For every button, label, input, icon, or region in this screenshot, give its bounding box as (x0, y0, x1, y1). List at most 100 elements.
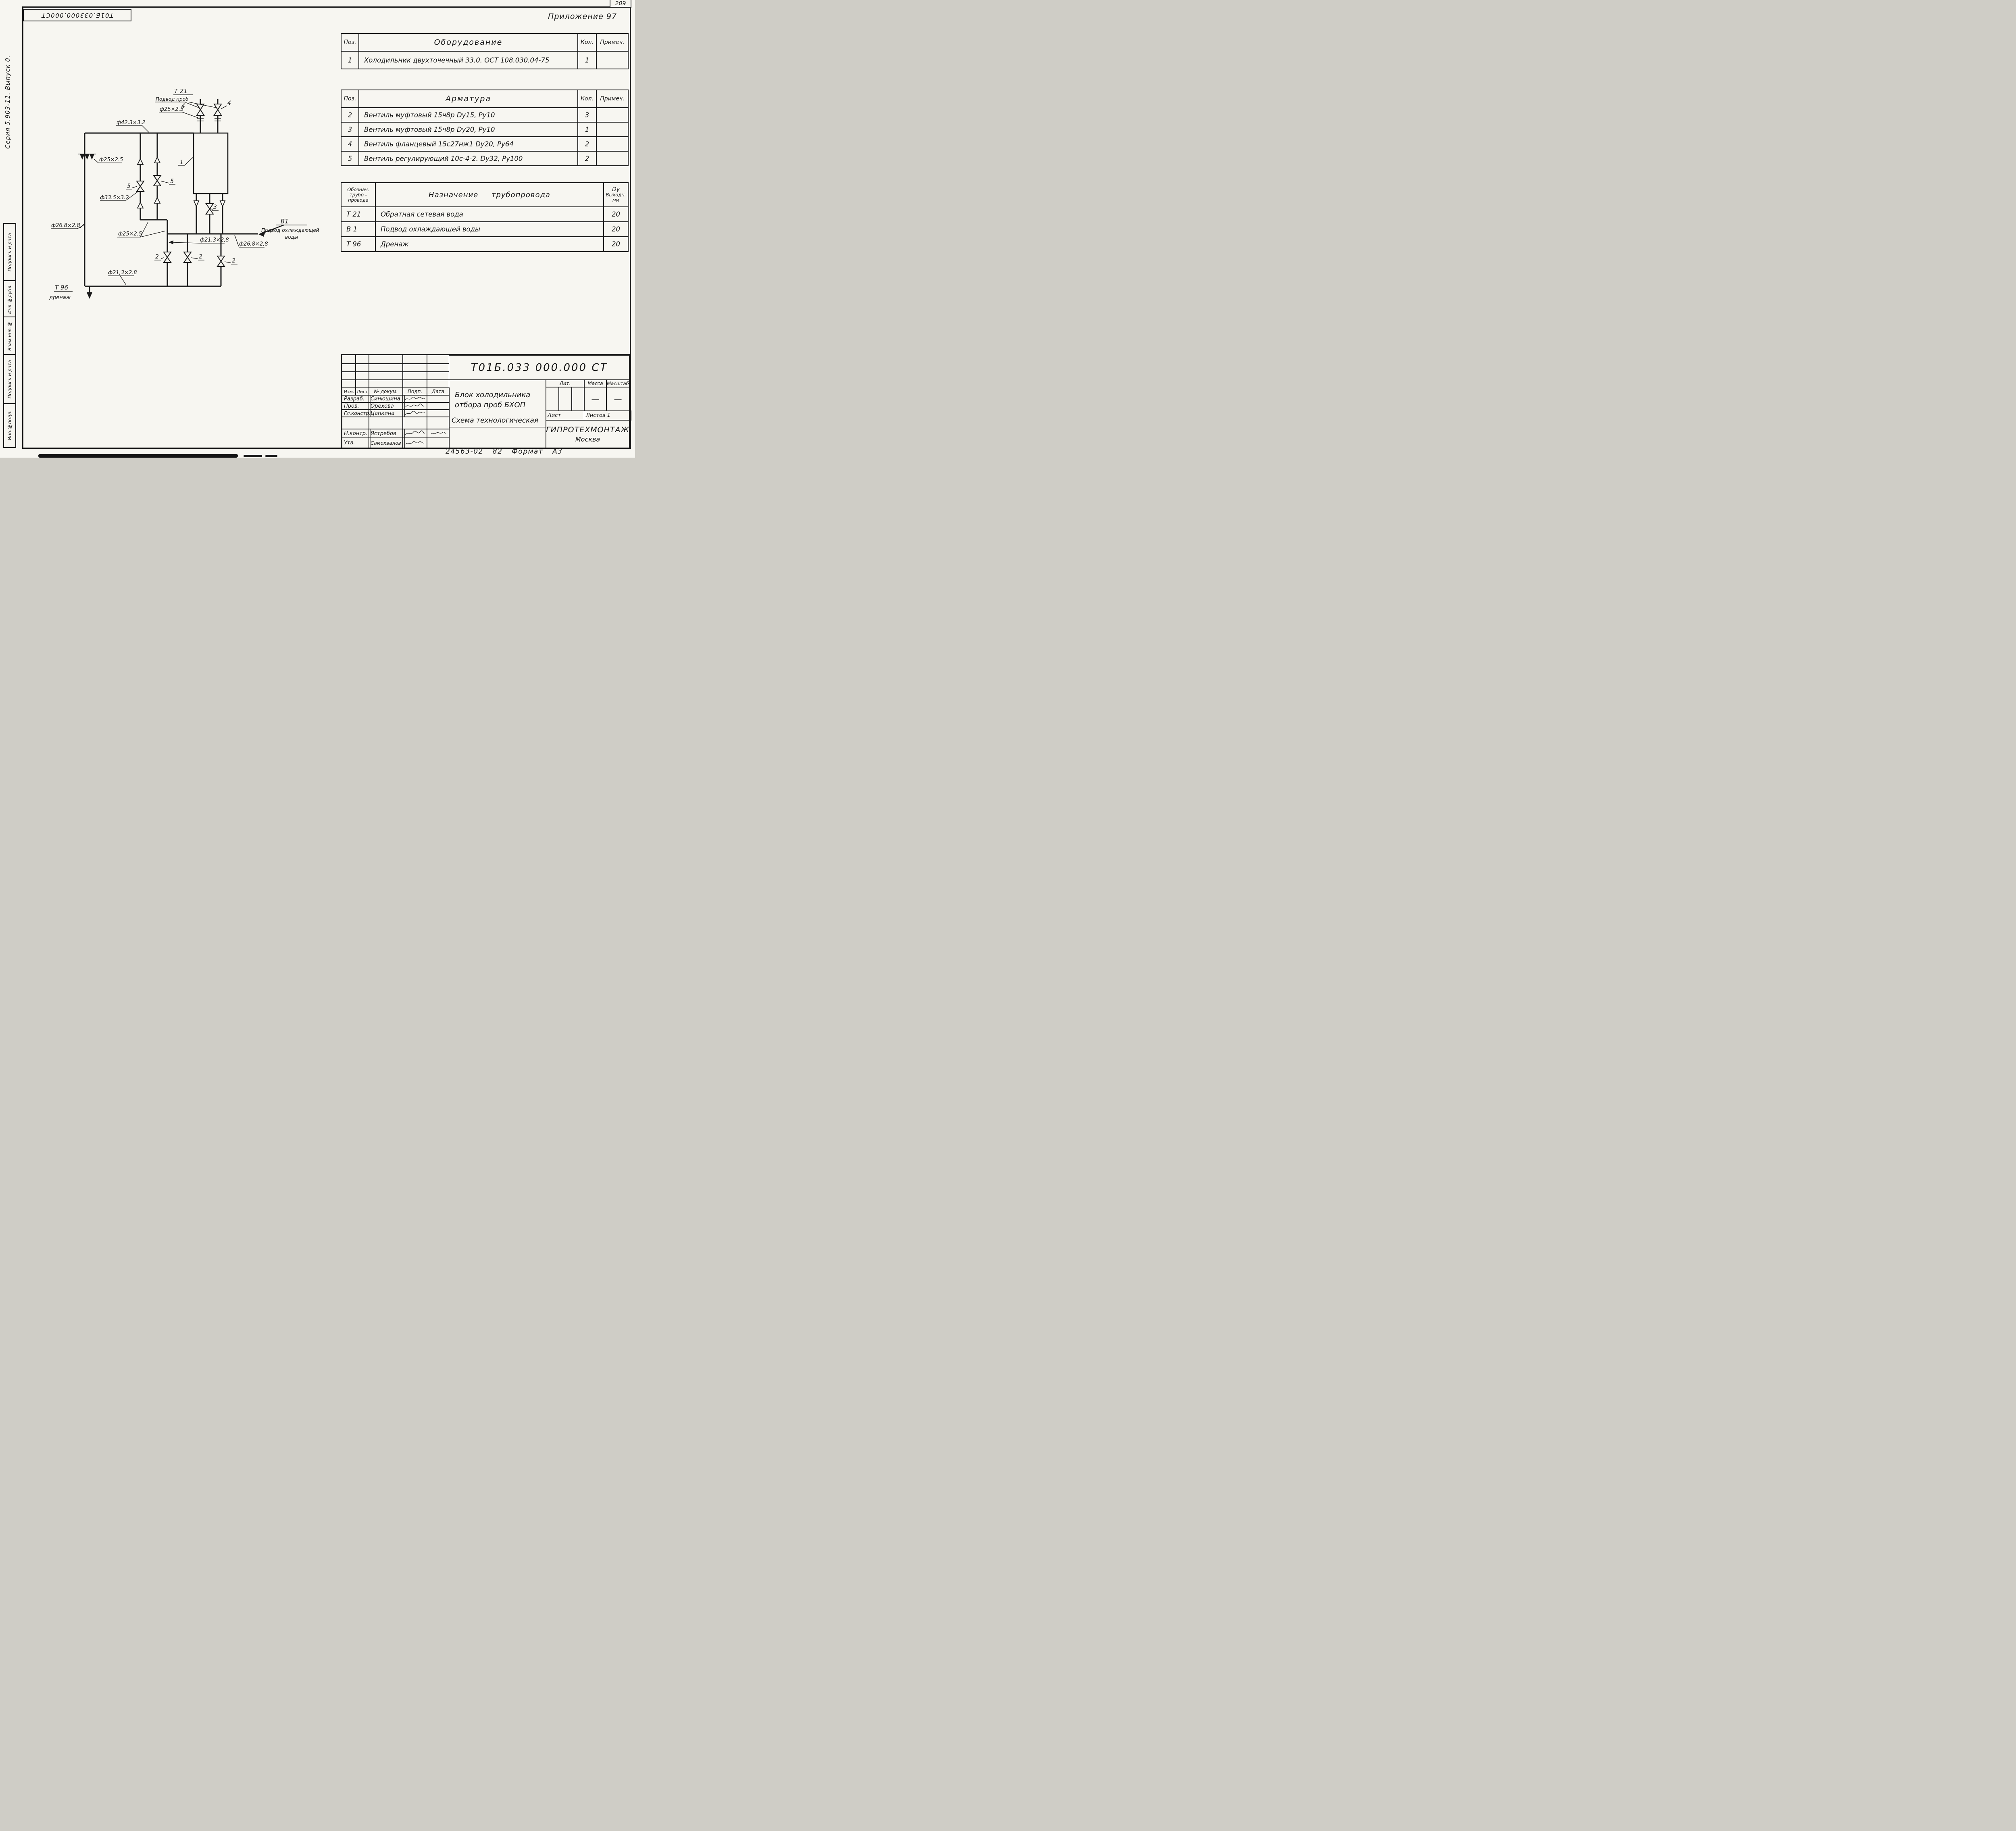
armature-row: 2 Вентиль муфтовый 15ч8р Dу15, Ру10 3 (341, 107, 629, 123)
cell-code: Т 21 (341, 206, 376, 222)
empty-cell (342, 417, 369, 429)
grid-line (342, 379, 449, 380)
cell-dy: 20 (603, 206, 629, 222)
cell-name: Вентиль муфтовый 15ч8р Dу15, Ру10 (358, 107, 578, 123)
margin-label: Подпись и дата (7, 360, 12, 399)
label-d33: ф33.5×3.2 (100, 195, 129, 201)
doc-number: Т01Б.033 000.000 СТ (449, 355, 630, 380)
cell-note (596, 136, 629, 152)
cell-name: Обратная сетевая вода (375, 206, 604, 222)
pipes-table: Обознач. трубо - провода Назначение труб… (341, 182, 629, 252)
name-prov: Орехова (369, 402, 405, 410)
lit-cell-1 (546, 387, 559, 411)
rev-header-data: Дата (427, 387, 450, 396)
mass-label: Масса (584, 379, 607, 387)
armature-table: Поз. Арматура Кол. Примеч. 2 Вентиль муф… (341, 90, 629, 166)
pipes-header-dy-line: Dу (612, 186, 620, 193)
pipes-header-dy: Dу Выходн. мм (603, 182, 629, 207)
sig-cell (402, 402, 427, 410)
sig-cell (402, 429, 427, 438)
cell-pos: 3 (341, 122, 359, 137)
label-t96: Т 96 (55, 284, 68, 291)
cell-note (596, 51, 629, 69)
cell-note (596, 151, 629, 166)
equipment-row: 1 Холодильник двухточечный 33.0. ОСТ 108… (341, 51, 629, 69)
label-pos4-a: 4 (181, 103, 185, 109)
label-pos1: 1 (180, 159, 183, 166)
label-pos5-left: 5 (127, 183, 131, 190)
appendix-label: Приложение 97 (548, 12, 617, 21)
flange-marks (197, 118, 221, 121)
valve-pos3 (205, 203, 214, 215)
armature-row: 4 Вентиль фланцевый 15с27нж1 Dу20, Ру64 … (341, 136, 629, 152)
empty-cell (427, 417, 450, 429)
reverse-stamp-text: Т01Б.033000.000СТ (41, 11, 114, 19)
cell-pos: 2 (341, 107, 359, 123)
valve-pos4-right (213, 104, 222, 116)
label-b1-sub1: Подвод охлаждающей (261, 227, 319, 233)
pipes-header-dy-line: Выходн. (606, 192, 626, 198)
label-pos4-b: 4 (227, 100, 231, 106)
cell-name: Вентиль фланцевый 15с27нж1 Dу20, Ру64 (358, 136, 578, 152)
drawing-sheet: 209 Т01Б.033000.000СТ Приложение 97 Сери… (0, 0, 635, 458)
t96-arrowhead (87, 292, 92, 299)
role-glkonstr: Гл.констр. (342, 409, 371, 417)
cell-code: В 1 (341, 221, 376, 237)
pipes-header-name: Назначение трубопровода (375, 182, 604, 207)
scan-smudge (244, 455, 262, 457)
margin-cell-4: Подпись и дата (3, 354, 16, 405)
name-glkonstr: Цапкина (369, 409, 405, 417)
cell-qty: 3 (577, 107, 597, 123)
pipes-row: В 1 Подвод охлаждающей воды 20 (341, 221, 629, 237)
empty-cell (402, 417, 427, 429)
pipes-header-code-line: провода (348, 197, 369, 203)
margin-label: Взам.инв.№ (7, 321, 12, 351)
date-cell (427, 402, 450, 410)
drawing-frame (22, 6, 631, 449)
sig-cell (402, 437, 427, 448)
armature-row: 5 Вентиль регулирующий 10с-4-2. Dу32, Ру… (341, 151, 629, 166)
doc-title-line2: отбора проб БХОП (455, 401, 526, 409)
valve-pos5-left (136, 181, 145, 192)
series-label: Серия 5.903-11. Выпуск 0. (4, 55, 11, 149)
cell-code: Т 96 (341, 236, 376, 252)
valve-pos5-right (153, 175, 162, 186)
valve-pos4-left (196, 104, 205, 116)
label-d25-top: ф25×2.5 (160, 106, 183, 112)
armature-header-qty: Кол. (577, 90, 597, 108)
label-pos2-c: 2 (232, 258, 235, 264)
pipes-header-code: Обознач. трубо - провода (341, 182, 376, 207)
signature-scribble (405, 403, 425, 407)
grid-line (355, 355, 356, 387)
lit-cell-3 (571, 387, 585, 411)
schematic-diagram: Т 21 Подвод проб 4 4 ф25×2.5 ф42.3×3.2 ф… (49, 87, 319, 301)
label-b1-sub2: воды (285, 234, 298, 240)
cell-pos: 5 (341, 151, 359, 166)
pipes-header-code-line: трубо - (350, 192, 367, 198)
label-d21-mid: ф21.3×2,8 (200, 237, 229, 243)
margin-cell-3: Взам.инв.№ (3, 317, 16, 356)
cell-name: Дренаж (375, 236, 604, 252)
label-pos5-right: 5 (170, 178, 174, 185)
cell-qty: 1 (577, 122, 597, 137)
role-razrab: Разраб. (342, 395, 371, 403)
role-prov: Пров. (342, 402, 371, 410)
date-cell (427, 409, 450, 417)
role-utv: Утв. (342, 437, 371, 448)
armature-header-pos: Поз. (341, 90, 359, 108)
title-block: Изм. Лист № докум. Подп. Дата Разраб. Си… (341, 354, 631, 449)
signature-scribble (405, 430, 425, 435)
signature-scribble (405, 411, 425, 415)
pipes-row: Т 21 Обратная сетевая вода 20 (341, 206, 629, 222)
margin-label: Инв.№подл. (7, 410, 12, 441)
doc-title-line3: Схема технологическая (452, 417, 538, 425)
valve-symbols (136, 104, 225, 267)
lit-label: Лит. (546, 379, 585, 387)
heat-exchanger-body (193, 132, 229, 194)
leader-lines (51, 94, 307, 292)
sig-cell (402, 409, 427, 417)
sig-cell (402, 395, 427, 403)
grid-line (402, 355, 403, 387)
grid-line (342, 371, 449, 372)
pipes-header-code-line: Обознач. (347, 186, 369, 192)
